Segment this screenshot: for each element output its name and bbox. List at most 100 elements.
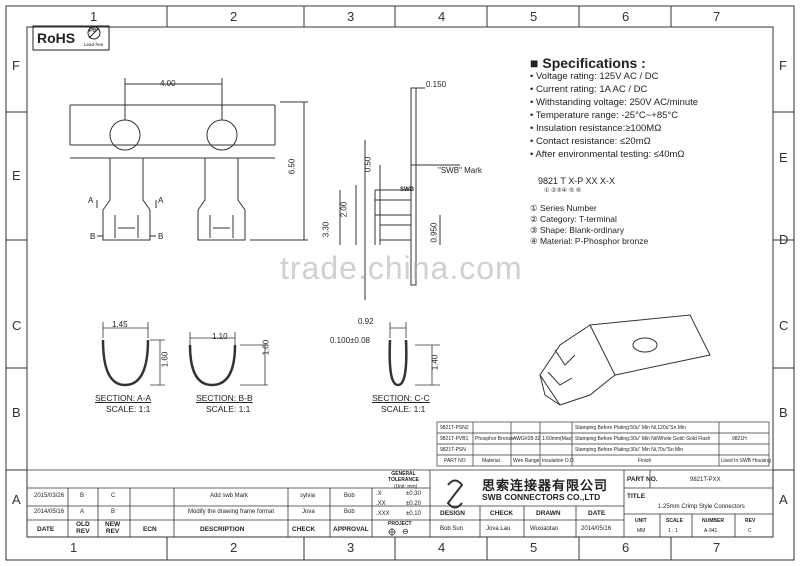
rev-approval: Bob bbox=[344, 509, 355, 515]
row-label: E bbox=[12, 168, 21, 183]
role-date: DATE bbox=[588, 510, 606, 517]
rev-approval: Bob bbox=[344, 493, 355, 499]
person-drawn: Wuxiaotao bbox=[530, 526, 559, 532]
top-view bbox=[69, 78, 308, 241]
title-block-grid bbox=[27, 469, 773, 537]
dim-height: 6.50 bbox=[287, 158, 297, 175]
terminal-3d-sketch bbox=[539, 314, 711, 406]
dim-050: 0.50 bbox=[363, 156, 373, 173]
rev-desc: Modify the drawing frame format bbox=[188, 509, 275, 515]
project-label: PROJECT bbox=[388, 521, 412, 527]
col-label: 4 bbox=[438, 540, 446, 555]
spec-title-text: Specifications : bbox=[542, 55, 646, 71]
col-label: 6 bbox=[622, 540, 630, 555]
part-header: Used In SWB Housing bbox=[721, 458, 771, 464]
part-cell: AWG#28-32 bbox=[513, 436, 541, 442]
person-check: Jova Lau bbox=[486, 526, 511, 532]
side-view bbox=[339, 87, 460, 300]
col-label: 7 bbox=[713, 9, 721, 24]
spec-item: • After environmental testing: ≤40mΩ bbox=[530, 149, 685, 160]
row-label: B bbox=[779, 405, 788, 420]
spec-text: After environmental testing: ≤40mΩ bbox=[535, 149, 685, 160]
row-label: F bbox=[779, 58, 787, 73]
hdr-date: DATE bbox=[37, 526, 55, 533]
dim-200: 2.00 bbox=[339, 201, 349, 218]
dim-sec-c-height: 1.40 bbox=[430, 354, 440, 371]
role-design: DESIGN bbox=[440, 510, 465, 517]
number-value: A-941 bbox=[704, 528, 718, 534]
scale-label: SCALE bbox=[666, 518, 683, 524]
section-title: SECTION: C-C bbox=[372, 393, 430, 403]
dim-sec-c-thickness: 0.100±0.08 bbox=[330, 336, 370, 345]
legend-item: ④ Material: P-Phosphor bronze bbox=[530, 236, 649, 246]
part-header: PART NO bbox=[444, 458, 466, 464]
spec-item: • Temperature range: -25°C~+85°C bbox=[530, 110, 679, 121]
tol-x-val: ±0.30 bbox=[406, 491, 421, 497]
swb-mark: SWB bbox=[400, 187, 414, 193]
col-label: 2 bbox=[230, 540, 238, 555]
spec-item: • Voltage rating: 125V AC / DC bbox=[530, 71, 659, 82]
col-label: 3 bbox=[347, 9, 355, 24]
projection-icon: ⊖ bbox=[402, 527, 409, 536]
section-arrow-a: A bbox=[158, 196, 164, 205]
rev-date: 2015/03/26 bbox=[34, 493, 65, 499]
legend-item: ③ Shape: Blank-ordinary bbox=[530, 225, 625, 235]
part-no-value: 9821T-PXX bbox=[690, 477, 721, 483]
row-label: C bbox=[12, 318, 22, 333]
hdr-new-rev: NEW REV bbox=[105, 521, 121, 535]
spec-item: • Insulation resistance:≥100MΩ bbox=[530, 123, 662, 134]
part-header: Wire Range bbox=[513, 458, 540, 464]
rohs-logo: RoHS bbox=[37, 30, 76, 46]
section-arrow-b: B bbox=[158, 232, 164, 241]
row-label: A bbox=[779, 492, 788, 507]
part-cell: 9821H bbox=[732, 436, 747, 442]
row-label: E bbox=[779, 150, 788, 165]
tol-xxx: .XXX bbox=[376, 511, 390, 517]
section-title: SECTION: B-B bbox=[196, 393, 253, 403]
section-title: SECTION: A-A bbox=[95, 393, 152, 403]
spec-item: • Contact resistance: ≤20mΩ bbox=[530, 136, 651, 147]
dim-sec-c-width: 0.92 bbox=[358, 317, 374, 326]
hdr-check: CHECK bbox=[292, 526, 316, 533]
spec-title: ■ Specifications : bbox=[530, 55, 646, 71]
col-label: 2 bbox=[230, 9, 238, 24]
tol-xx: .XX bbox=[376, 501, 386, 507]
col-label: 5 bbox=[530, 9, 538, 24]
part-code-markers: ① ②③④ ⑤ ⑥ bbox=[544, 188, 582, 194]
col-label: 5 bbox=[530, 540, 538, 555]
part-cell: Stamping Before Plating:50u" Min Ni,120u… bbox=[575, 425, 686, 431]
row-label: A bbox=[12, 492, 21, 507]
spec-text: Temperature range: -25°C~+85°C bbox=[535, 110, 679, 121]
part-cell: 9821T-PSN bbox=[440, 447, 466, 453]
tol-xxx-val: ±0.10 bbox=[406, 511, 421, 517]
dim-thickness: 0.150 bbox=[426, 80, 447, 89]
company-name-cn: 思索连接器有限公司 bbox=[482, 478, 609, 493]
col-label: 1 bbox=[90, 9, 98, 24]
rev-new: C bbox=[111, 493, 116, 499]
dim-095: 0.950 bbox=[429, 222, 439, 243]
section-arrow-b: B bbox=[90, 232, 96, 241]
spec-text: Voltage rating: 125V AC / DC bbox=[535, 71, 659, 82]
legend-item: ① Series Number bbox=[530, 203, 597, 213]
rev-new: B bbox=[111, 509, 116, 515]
rev-value: C bbox=[748, 528, 752, 534]
hdr-approval: APPROVAL bbox=[333, 526, 369, 533]
rev-check: Jova bbox=[302, 509, 315, 515]
role-drawn: DRAWN bbox=[536, 510, 561, 517]
rev-label: REV bbox=[745, 518, 756, 524]
section-b-shape bbox=[188, 344, 237, 387]
section-c-shape bbox=[388, 339, 408, 387]
rev-old: B bbox=[80, 493, 85, 499]
section-scale: SCALE: 1:1 bbox=[206, 404, 251, 414]
rev-desc: Add swb Mark bbox=[210, 493, 249, 499]
person-design: Bob Sun bbox=[440, 526, 464, 532]
col-label: 7 bbox=[713, 540, 721, 555]
section-scale: SCALE: 1:1 bbox=[381, 404, 426, 414]
row-label: C bbox=[779, 318, 789, 333]
spec-text: Withstanding voltage: 250V AC/minute bbox=[535, 97, 699, 108]
spec-text: Contact resistance: ≤20mΩ bbox=[535, 136, 651, 147]
part-cell: Stamping Before Plating:30u" Min Ni,70u"… bbox=[575, 447, 684, 453]
row-label: D bbox=[779, 232, 789, 247]
part-cell: Phosphor Bronze bbox=[475, 436, 514, 442]
